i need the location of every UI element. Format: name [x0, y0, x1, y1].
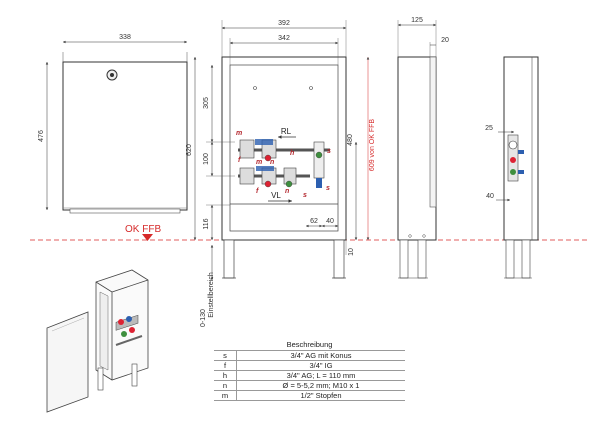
legend-value: 3/4" AG; L = 110 mm — [236, 370, 405, 381]
mark-n-top: n — [270, 159, 274, 166]
mark-s-bottom: s — [303, 192, 307, 199]
legend-title: Beschreibung — [286, 340, 333, 349]
height-609-dim: 609 von OK FFB — [369, 119, 376, 171]
legend-value: 3/4" IG — [236, 360, 405, 371]
legend-value: 1/2" Stopfen — [236, 390, 405, 401]
isometric-illustration — [46, 269, 149, 413]
legend-key: n — [214, 380, 237, 391]
open-view: 392 342 620 305 100 116 0-130 Einstellbe… — [186, 20, 376, 327]
height-305-dim: 305 — [203, 97, 210, 109]
mark-f-bottom: f — [256, 188, 259, 195]
legend-value: 3/4" AG mit Konus — [236, 350, 405, 361]
door-depth-dim: 20 — [441, 37, 449, 44]
front-height-dim: 476 — [38, 130, 45, 142]
side-view: 125 20 — [397, 17, 449, 279]
ok-ffb-label: OK FFB — [125, 224, 161, 235]
height-10-dim: 10 — [348, 248, 355, 256]
mark-f-top: f — [238, 157, 241, 164]
vl-label: VL — [271, 191, 281, 200]
height-116-dim: 116 — [203, 218, 210, 229]
adjust-range-dim: 0-130 — [200, 309, 207, 327]
section-view: 25 40 — [485, 56, 539, 279]
legend-key: h — [214, 370, 237, 381]
depth-125-dim: 125 — [411, 17, 423, 24]
adjust-range-label: Einstellbereich — [208, 272, 215, 318]
ok-ffb-triangle — [142, 234, 153, 241]
section-dim-25: 25 — [485, 125, 493, 132]
mark-m-bottom: m — [256, 159, 262, 166]
inner-width-dim: 342 — [278, 35, 290, 42]
rl-label: RL — [281, 127, 292, 136]
section-dim-40: 40 — [486, 193, 494, 200]
legend-key: f — [214, 360, 237, 371]
mark-n-bottom: n — [285, 188, 289, 195]
mark-m-top: m — [236, 130, 242, 137]
outer-width-dim: 392 — [278, 20, 290, 27]
mark-s-right: s — [326, 185, 330, 192]
legend-key: s — [214, 350, 237, 361]
height-620-dim: 620 — [186, 144, 193, 156]
legend-key: m — [214, 390, 237, 401]
front-width-dim: 338 — [119, 34, 131, 41]
front-view: 338 476 — [38, 34, 188, 214]
height-100-dim: 100 — [203, 153, 210, 165]
dim-40: 40 — [326, 218, 334, 225]
legend-value: Ø = 5-5,2 mm; M10 x 1 — [236, 380, 405, 391]
mark-h-top: h — [290, 150, 294, 157]
height-480-dim: 480 — [347, 134, 354, 146]
mark-s-top: s — [327, 148, 331, 155]
dim-62: 62 — [310, 218, 318, 225]
